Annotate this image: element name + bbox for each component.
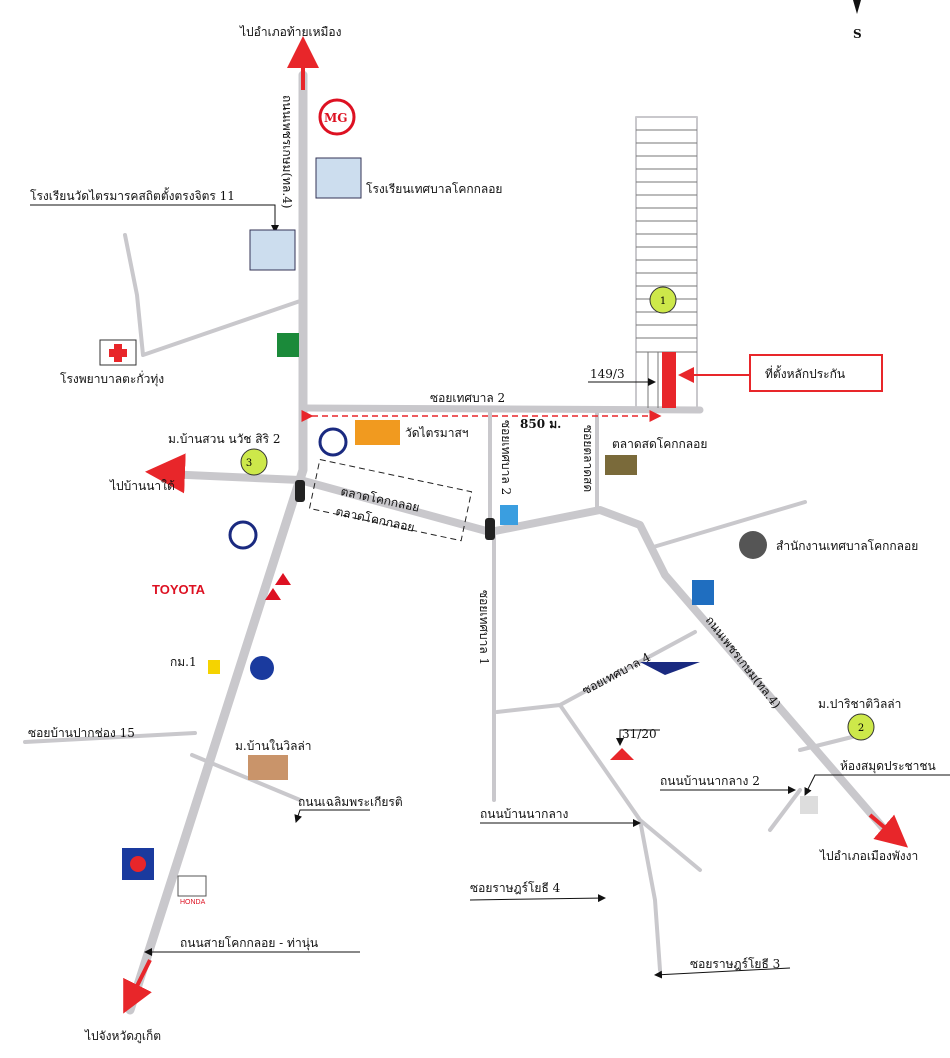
map-label: ไปอำเภอเมืองพังงา (819, 849, 918, 863)
village-3-icon (240, 448, 268, 476)
mg-logo-icon (318, 98, 356, 136)
map-label: ซอยบ้านปากช่อง 15 (28, 726, 135, 740)
ptt-icon (250, 656, 274, 680)
map-label: สำนักงานเทศบาลโคกกลอย (776, 539, 918, 553)
map-label: ถนนบ้านนากลาง (480, 807, 568, 821)
map-label: ซอยเทศบาล 4 (580, 650, 653, 698)
bangkok-bank-icon (318, 427, 348, 457)
road-phetkasem-north (125, 70, 308, 1015)
traffic-light-icon (295, 480, 305, 502)
map-label: ถนนบ้านนากลาง 2 (660, 774, 760, 788)
house-icon (610, 748, 634, 760)
km-post-icon (208, 660, 220, 674)
map-label: กม.1 (170, 655, 197, 669)
map-label: ม.ปาริชาติวิลล่า (818, 697, 901, 711)
market-zone (308, 458, 473, 542)
arrow-southwest-icon (123, 959, 152, 1014)
arrow-west-icon (145, 453, 186, 494)
map-label: ถนนเฉลิมพระเกียรติ (298, 795, 403, 809)
map-label: ซอยเทศบาล 2 (430, 391, 505, 405)
map-label: MG (324, 111, 348, 125)
badge-1-icon (649, 286, 677, 314)
arrow-southeast-icon (868, 813, 909, 848)
map-label: ม.บ้านในวิลล่า (235, 739, 312, 753)
garuda-icon (739, 531, 767, 559)
government-bank-icon (692, 580, 714, 605)
library-icon (800, 796, 818, 814)
map-label: ไปบ้านนาใต้ (109, 479, 175, 493)
school-municipal-icon (315, 157, 362, 199)
map-label: ถนนเพชรเกษม(ทล.4) (280, 95, 294, 209)
fresh-market-icon (605, 455, 637, 475)
village-2-icon (847, 713, 875, 741)
thailand-post-icon (640, 662, 700, 675)
village-villa-icon (248, 755, 288, 780)
map-label: 2 (858, 723, 864, 734)
map-label: HONDA (180, 899, 206, 906)
map-label: 3 (246, 458, 252, 469)
collateral-plot (662, 352, 676, 408)
map-label: ถนนสายโคกกลอย - ท่านุ่น (180, 936, 318, 951)
collateral-label: ที่ตั้งหลักประกัน (765, 365, 845, 381)
compass-label: S (853, 27, 862, 41)
traffic-light-icon (485, 518, 495, 540)
mitsubishi-icon (265, 573, 291, 600)
map-label: วัดไตรมาสฯ (405, 426, 469, 440)
map-label: ซอยตลาดสด (581, 425, 595, 492)
label-to-thai-mueang: ไปอำเภอท้ายเหมือง (239, 25, 341, 39)
map-label: 149/3 (590, 367, 625, 381)
honda-icon (177, 875, 207, 897)
map-label: ซอยเทศบาล 1 (477, 590, 491, 665)
temple-icon (355, 420, 400, 445)
map-label: ถนนเพชรเกษม(ทล.4) (703, 613, 784, 711)
map-label: TOYOTA (152, 582, 206, 597)
map-label: ซอยราษฎร์โยธี 4 (470, 881, 561, 895)
map-label: 1 (660, 296, 666, 307)
map-label: โรงพยาบาลตะกั่วทุ่ง (60, 370, 164, 387)
map-label: 31/20 (622, 727, 657, 741)
compass-south-icon (853, 0, 861, 14)
map-label: ตลาดสดโคกกลอย (612, 437, 707, 451)
map-label: ห้องสมุดประชาชน (840, 759, 936, 774)
bank-branch-icon (500, 505, 518, 525)
map-label: โรงเรียนวัดไตรมารคสถิตตั้งตรงจิตร 11 (30, 187, 235, 203)
map-label: ซอยราษฎร์โยธี 3 (690, 957, 780, 971)
road-soi-thetsaban-2 (299, 404, 704, 414)
map-label: ไปจังหวัดภูเก็ต (84, 1028, 161, 1044)
school-wat-icon (249, 229, 296, 271)
map-label: โรงเรียนเทศบาลโคกกลอย (366, 182, 502, 196)
seven-eleven-icon (277, 333, 299, 357)
map-label: 850 ม. (520, 417, 561, 431)
map-label: ซอยเทศบาล 2 (499, 420, 513, 495)
collateral-box (749, 354, 883, 392)
bank-icon (228, 520, 258, 550)
map-label: ม.บ้านสวน นวัช สิริ 2 (168, 432, 280, 446)
